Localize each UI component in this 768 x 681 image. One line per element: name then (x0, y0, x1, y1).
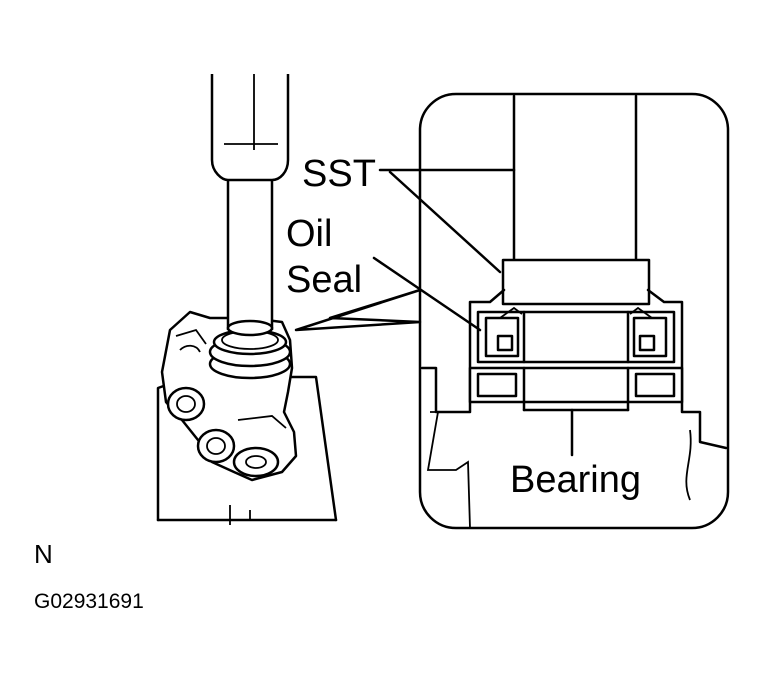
sst-tool-shaft (210, 74, 290, 337)
magnified-detail-panel (418, 92, 730, 530)
steering-gear-housing (160, 310, 298, 482)
label-oil: Oil (286, 213, 332, 255)
label-seal: Seal (286, 259, 362, 301)
view-mark: N (34, 539, 53, 569)
label-sst: SST (302, 153, 376, 195)
figure-code: G02931691 (34, 590, 144, 613)
label-bearing: Bearing (510, 459, 641, 501)
leader-lines (294, 168, 574, 457)
